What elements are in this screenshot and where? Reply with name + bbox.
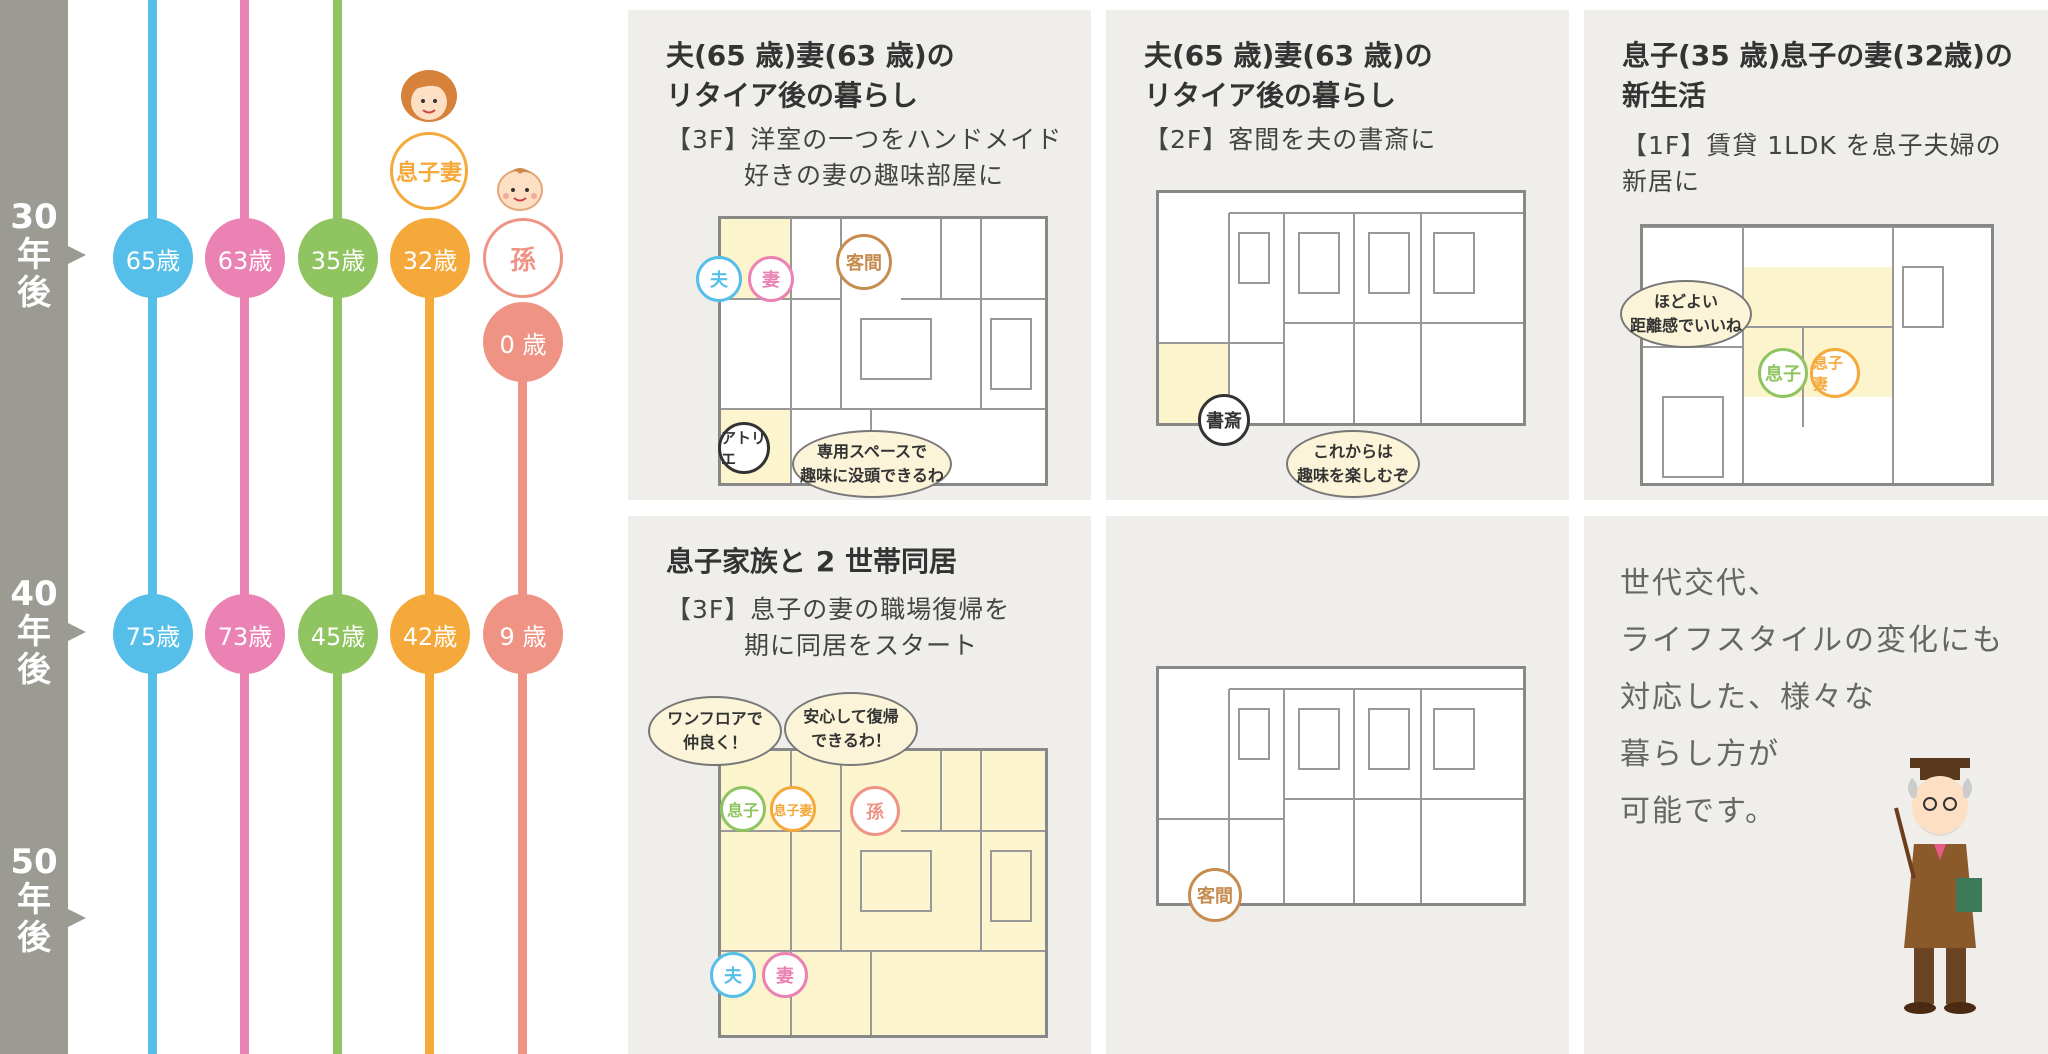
timeline-arrow-40	[68, 623, 86, 641]
panel-newlywed-1f: 息子(35 歳)息子の妻(32歳)の 新生活 【1F】賃貸 1LDK を息子夫婦…	[1584, 10, 2048, 500]
husband-tag: 夫	[710, 952, 756, 998]
panel-description: 【3F】洋室の一つをハンドメイド 好きの妻の趣味部屋に	[666, 125, 1063, 190]
timeline-label-40: 40 年 後	[10, 574, 58, 690]
panel-description: 【3F】息子の妻の職場復帰を 期に同居をスタート	[666, 595, 1011, 660]
panel-title: 夫(65 歳)妻(63 歳)の リタイア後の暮らし	[666, 39, 955, 112]
panel-title: 息子家族と 2 世帯同居	[666, 545, 957, 578]
son-wife-tag: 息子妻	[770, 786, 816, 832]
panel-retire-3f: 夫(65 歳)妻(63 歳)の リタイア後の暮らし 【3F】洋室の一つをハンドメ…	[628, 10, 1091, 500]
son-age-30: 35歳	[298, 218, 378, 298]
grandchild-line	[518, 340, 527, 1054]
timeline-bar	[0, 0, 68, 1054]
closing-message: 世代交代、 ライフスタイルの変化にも 対応した、様々な 暮らし方が 可能です。	[1620, 566, 2004, 829]
panel-retire-2f: 夫(65 歳)妻(63 歳)の リタイア後の暮らし 【2F】客間を夫の書斎に 書…	[1106, 10, 1569, 500]
grandchild-tag: 孫	[850, 786, 900, 836]
speech-bubble-study: これからは 趣味を楽しむぞ	[1286, 430, 1420, 498]
timeline-arrow-30	[68, 246, 86, 264]
grandchild-age-30: 0 歳	[483, 302, 563, 382]
professor-mascot-icon	[1890, 748, 2000, 1018]
wife-line	[240, 0, 249, 1054]
grandchild-avatar-icon	[492, 160, 548, 216]
panel-description: 【1F】賃貸 1LDK を息子夫婦の 新居に	[1622, 131, 2002, 196]
speech-bubble-distance: ほどよい 距離感でいいね	[1620, 280, 1752, 348]
timeline-mark-50: 50 年 後	[0, 842, 86, 958]
son-wife-avatar-icon	[398, 66, 460, 128]
husband-tag: 夫	[696, 256, 742, 302]
son-line	[333, 0, 342, 1054]
wife-age-30: 63歳	[205, 218, 285, 298]
grandchild-age-40: 9 歳	[483, 594, 563, 674]
panel-title: 息子(35 歳)息子の妻(32歳)の 新生活	[1622, 39, 2013, 112]
timeline-label-50: 50 年 後	[10, 842, 58, 958]
panel-description: 【2F】客間を夫の書斎に	[1144, 125, 1437, 154]
floor-plan-2f	[1156, 190, 1526, 426]
son-wife-age-40: 42歳	[390, 594, 470, 674]
son-wife-tag: 息子妻	[1810, 348, 1860, 398]
husband-line	[148, 0, 157, 1054]
timeline-mark-30: 30 年 後	[0, 197, 86, 313]
atelier-tag: アトリエ	[718, 422, 770, 474]
husband-age-40: 75歳	[113, 594, 193, 674]
panel-guest-room-2f: 客間	[1106, 516, 1569, 1054]
wife-age-40: 73歳	[205, 594, 285, 674]
guest-room-tag: 客間	[1188, 868, 1242, 922]
son-age-40: 45歳	[298, 594, 378, 674]
son-tag: 息子	[720, 786, 766, 832]
guest-room-tag: 客間	[836, 234, 892, 290]
son-tag: 息子	[1758, 348, 1808, 398]
study-tag: 書斎	[1198, 394, 1250, 446]
timeline-label-30: 30 年 後	[10, 197, 58, 313]
son-wife-age-30: 32歳	[390, 218, 470, 298]
husband-age-30: 65歳	[113, 218, 193, 298]
son-wife-label: 息子妻	[390, 132, 468, 210]
wife-tag: 妻	[762, 952, 808, 998]
floor-plan-2f-guest	[1156, 666, 1526, 906]
speech-bubble-hobby: 専用スペースで 趣味に没頭できるわ	[792, 430, 952, 498]
speech-bubble-return-work: 安心して復帰 できるわ！	[784, 692, 918, 766]
timeline-mark-40: 40 年 後	[0, 574, 86, 690]
speech-bubble-one-floor: ワンフロアで 仲良く！	[648, 696, 782, 766]
timeline-arrow-50	[68, 909, 86, 927]
wife-tag: 妻	[748, 256, 794, 302]
panel-two-generation: 息子家族と 2 世帯同居 【3F】息子の妻の職場復帰を 期に同居をスタート 息子…	[628, 516, 1091, 1054]
panel-title: 夫(65 歳)妻(63 歳)の リタイア後の暮らし	[1144, 39, 1433, 112]
grandchild-label: 孫	[483, 218, 563, 298]
